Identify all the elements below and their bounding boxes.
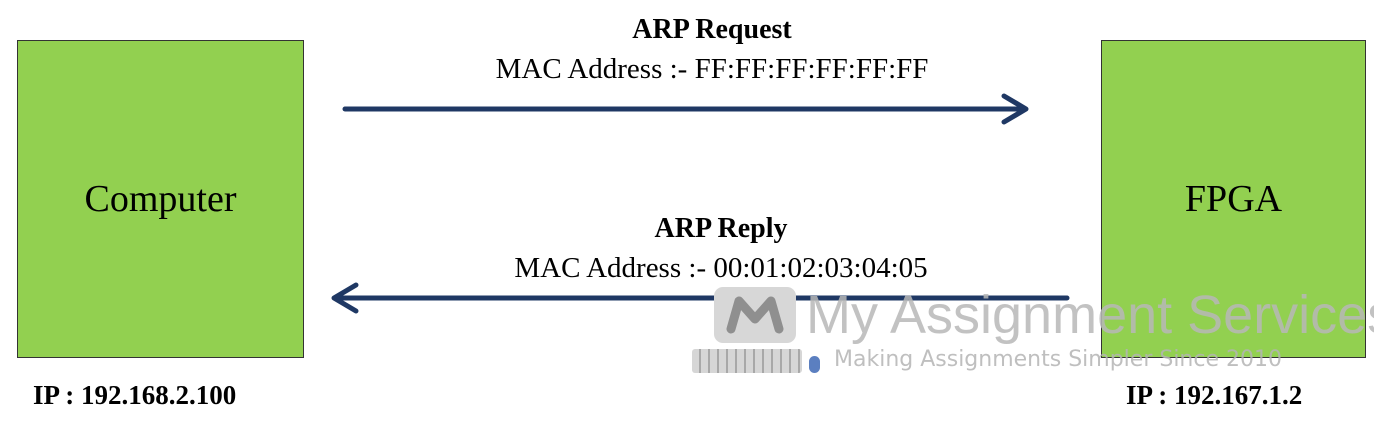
arp-request-title: ARP Request: [632, 14, 792, 45]
computer-ip-label: IP : 192.168.2.100: [33, 380, 237, 410]
fpga-node: FPGA: [1101, 40, 1366, 358]
fpga-label: FPGA: [1184, 178, 1283, 220]
computer-node: Computer: [17, 40, 304, 358]
arp-reply-title: ARP Reply: [654, 213, 788, 244]
watermark-brand: My Assignment Services: [806, 285, 1374, 345]
computer-label: Computer: [84, 178, 237, 220]
fpga-ip-label: IP : 192.167.1.2: [1126, 380, 1303, 410]
arp-request-arrow: [342, 93, 1029, 125]
watermark-tagline: Making Assignments Simpler Since 2010: [834, 347, 1282, 372]
watermark-m-icon: [726, 296, 784, 334]
arp-request-mac: MAC Address :- FF:FF:FF:FF:FF:FF: [495, 53, 929, 85]
arp-reply-arrow: [331, 282, 1070, 314]
watermark-logo: [714, 287, 796, 343]
arp-reply-mac: MAC Address :- 00:01:02:03:04:05: [514, 252, 928, 284]
keyboard-icon: [692, 349, 802, 373]
mouse-icon: [809, 356, 820, 373]
